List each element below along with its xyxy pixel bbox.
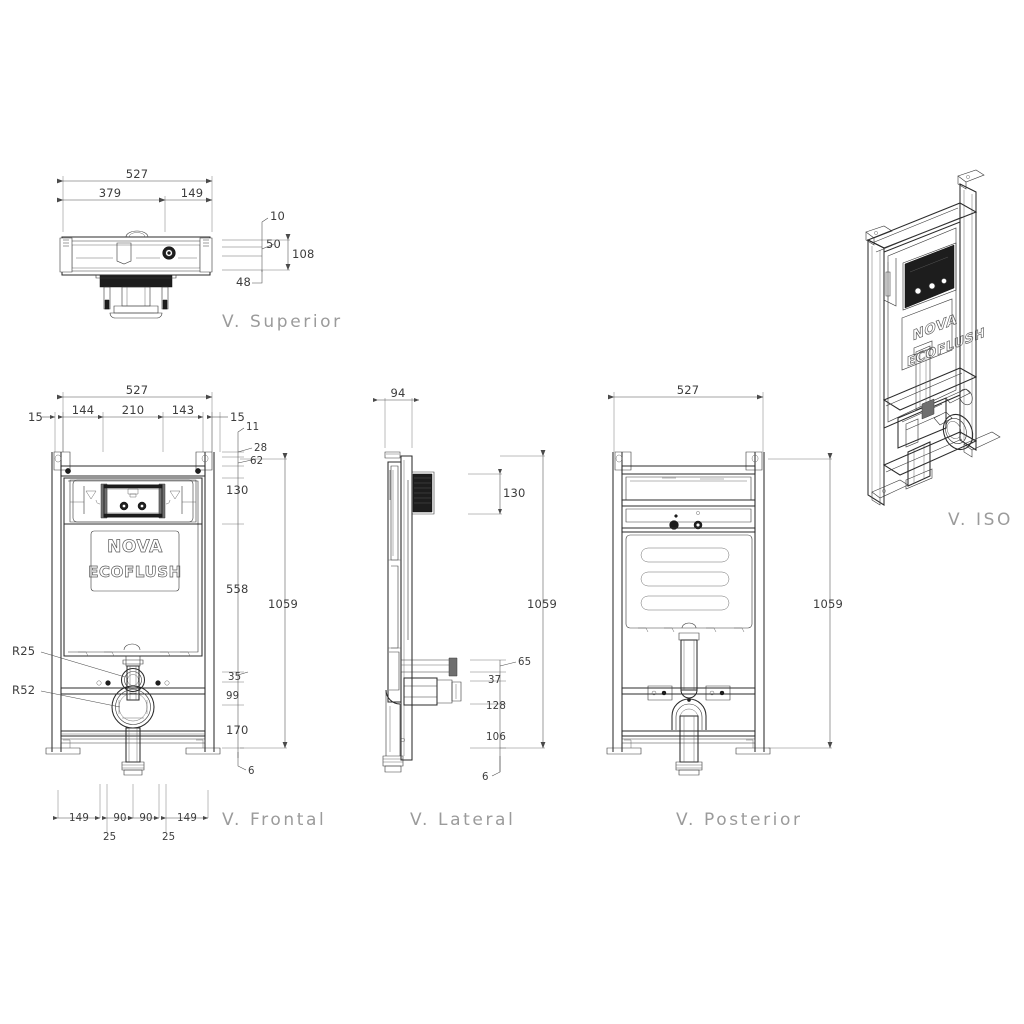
dim-frontal-top-chain: 15 144 210 143 15: [28, 403, 245, 452]
callout-value: R52: [12, 683, 35, 697]
dim-superior-chain: 379 149: [57, 186, 213, 232]
dim-value: 130: [503, 486, 526, 500]
dim-value: 106: [486, 732, 506, 743]
dim-posterior-overall-height: 1059: [768, 453, 843, 749]
dim-lateral-upper: 130: [468, 469, 526, 515]
dim-value: 527: [677, 383, 700, 397]
view-posterior: 527: [606, 383, 843, 830]
callout-r25: R25: [12, 644, 126, 678]
dim-value: 15: [230, 410, 245, 424]
dim-value: 35: [228, 672, 241, 683]
dim-value: 1059: [268, 597, 298, 611]
dim-value: 527: [126, 383, 149, 397]
view-frontal: 527 15 144 210 143 15: [12, 383, 326, 843]
dim-value: 25: [103, 832, 116, 843]
dim-lateral-depth: 94: [373, 386, 420, 448]
view-lateral: 94: [373, 386, 557, 830]
lateral-geometry: [382, 451, 462, 773]
posterior-geometry: [606, 451, 771, 776]
dim-value: 527: [126, 167, 149, 181]
dim-value: 48: [236, 275, 251, 289]
view-label-iso: V. ISO: [948, 510, 1013, 530]
brand-sub: ECOFLUSH: [88, 563, 182, 581]
dim-value: 50: [266, 237, 281, 251]
view-superior: 527 379 149: [57, 167, 343, 332]
dim-superior-overall-width: 527: [57, 167, 213, 232]
dim-value: 149: [181, 186, 204, 200]
dim-value: 99: [226, 691, 239, 702]
dim-value: 149: [177, 813, 197, 824]
dim-value: 6: [482, 772, 489, 783]
dim-value: 15: [28, 410, 43, 424]
dim-value: 143: [172, 403, 195, 417]
dim-value: 90: [139, 813, 152, 824]
dim-value: 558: [226, 582, 249, 596]
dim-value: 108: [292, 247, 315, 261]
view-label-superior: V. Superior: [222, 312, 343, 332]
dim-value: 144: [72, 403, 95, 417]
dim-value: 11: [246, 422, 259, 433]
dim-value: 130: [226, 483, 249, 497]
dim-value: 210: [122, 403, 145, 417]
dim-value: 65: [518, 657, 531, 668]
view-label-posterior: V. Posterior: [676, 810, 803, 830]
view-label-frontal: V. Frontal: [222, 810, 326, 830]
callout-r52: R52: [12, 683, 121, 708]
dim-value: 90: [113, 813, 126, 824]
dim-frontal-vertical-chain: 11 28 62 130 558 35 99 170 6 1059: [222, 422, 298, 777]
dim-value: 62: [250, 456, 263, 467]
dim-value: 10: [270, 209, 285, 223]
superior-geometry: [59, 230, 213, 319]
dim-posterior-overall-width: 527: [608, 383, 764, 452]
dim-value: 25: [162, 832, 175, 843]
dim-value: 170: [226, 723, 249, 737]
dim-superior-depth: 10 50 48 108: [222, 209, 315, 289]
dim-frontal-bottom-chain: 149 90 90 149 25 25: [53, 784, 209, 843]
dim-value: 6: [248, 766, 255, 777]
dim-value: 128: [486, 701, 506, 712]
dim-value: 1059: [813, 597, 843, 611]
dim-value: 94: [390, 386, 405, 400]
dim-value: 37: [488, 675, 501, 686]
view-label-lateral: V. Lateral: [410, 810, 515, 830]
dim-lateral-vertical-chain: 65 37 128 106 6 1059: [470, 450, 557, 783]
dim-value: 379: [99, 186, 122, 200]
dim-value: 149: [69, 813, 89, 824]
frontal-geometry: NOVA ECOFLUSH: [45, 451, 221, 776]
dim-value: 28: [254, 443, 267, 454]
brand-name: NOVA: [107, 537, 163, 557]
dim-value: 1059: [527, 597, 557, 611]
callout-value: R25: [12, 644, 35, 658]
